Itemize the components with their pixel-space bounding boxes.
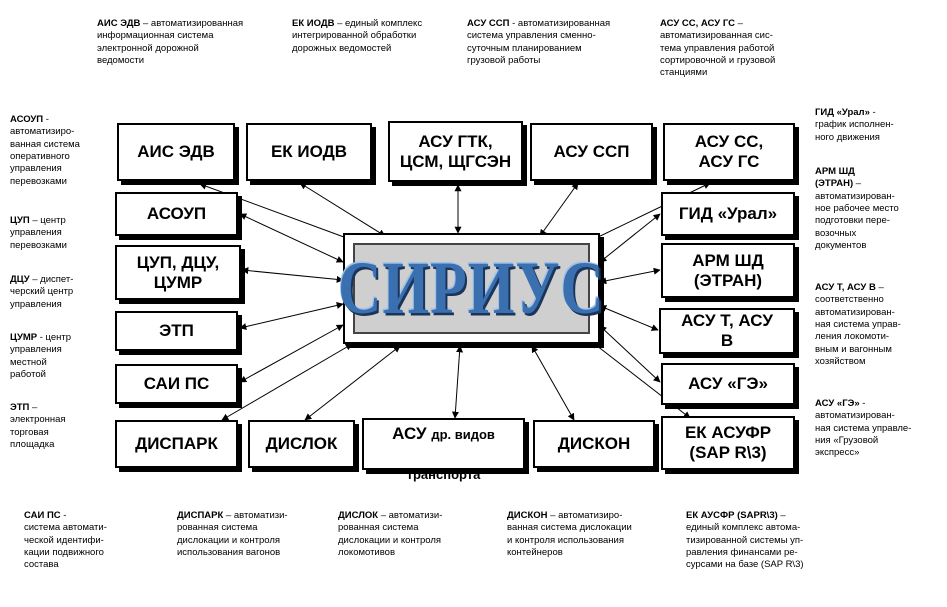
note-tsup: ЦУП – центр управления перевозками (10, 215, 67, 251)
arrow-etp (239, 302, 344, 330)
box-asu-dr-sub: др. видов (431, 427, 495, 443)
box-sai-ps: САИ ПС (115, 364, 238, 404)
note-ek-asufr: ЕК АУСФР (SAPR\3) – единый комплекс авто… (686, 510, 804, 571)
arrow-dispark (221, 343, 353, 421)
box-asu-ge: АСУ «ГЭ» (661, 363, 795, 405)
box-dislok: ДИСЛОК (248, 420, 355, 468)
arrow-tsup (241, 267, 344, 283)
box-ek-asufr: ЕК АСУФР (SAP R\3) (661, 416, 795, 470)
note-diskon: ДИСКОН – автоматизиро- ванная система ди… (507, 510, 632, 559)
arrow-asu-dr (451, 345, 464, 419)
note-tsumr: ЦУМР - центр управления местной работой (10, 332, 72, 381)
arrow-asoup (239, 213, 344, 263)
box-ais-edv: АИС ЭДВ (117, 123, 235, 181)
box-ek-iodv: ЕК ИОДВ (246, 123, 372, 181)
note-ais-edv: АИС ЭДВ – автоматизированная информацион… (97, 18, 244, 67)
sirius-label: СИРИУС (338, 246, 605, 330)
box-asoup: АСОУП (115, 192, 238, 236)
arrow-ek-asufr (591, 341, 691, 419)
note-gid-ural: ГИД «Урал» - график исполнен- ного движе… (815, 107, 894, 143)
note-asu-ge: АСУ «ГЭ» - автоматизирован- ная система … (815, 398, 912, 459)
box-tsup: ЦУП, ДЦУ, ЦУМР (115, 245, 241, 300)
sirius-hub-panel: СИРИУС (338, 243, 604, 334)
note-dislok: ДИСЛОК – автоматизи- рованная система ди… (338, 510, 443, 559)
note-asu-ss: АСУ СС, АСУ ГС – автоматизированная сис-… (660, 18, 776, 79)
box-asu-dr-line2: транспорта (406, 466, 481, 482)
note-dispark: ДИСПАРК – автоматизи- рованная система д… (177, 510, 288, 559)
arrow-sai-ps (239, 324, 344, 383)
arrow-dislok (304, 345, 401, 421)
note-sai-ps: САИ ПС - система автомати- ческой иденти… (24, 510, 107, 571)
box-arm-shd: АРМ ШД (ЭТРАН) (661, 243, 795, 298)
note-arm-shd: АРМ ШД (ЭТРАН) – автоматизирован- ное ра… (815, 166, 899, 252)
box-asu-ssp: АСУ ССП (530, 123, 653, 181)
note-asu-t: АСУ Т, АСУ В – соответственно автоматизи… (815, 282, 901, 368)
arrow-gid-ural (599, 213, 661, 263)
box-asu-t: АСУ Т, АСУ В (659, 308, 795, 354)
note-dtsu: ДЦУ – диспет- черский центр управления (10, 274, 74, 310)
note-asu-ssp: АСУ ССП - автоматизированная система упр… (467, 18, 611, 67)
box-diskon: ДИСКОН (533, 420, 655, 468)
box-asu-ss: АСУ СС, АСУ ГС (663, 123, 795, 181)
box-asu-gtk: АСУ ГТК, ЦСМ, ЩГСЭН (388, 121, 523, 182)
arrow-ek-iodv (299, 182, 386, 237)
box-dispark: ДИСПАРК (115, 420, 238, 468)
note-asoup: АСОУП - автоматизиро- ванная система опе… (10, 114, 80, 187)
note-ek-iodv: ЕК ИОДВ – единый комплекс интегрированно… (292, 18, 423, 54)
box-etp: ЭТП (115, 311, 238, 351)
arrow-asu-ge (599, 325, 661, 383)
sirius-hub: СИРИУС (338, 233, 604, 344)
arrow-asu-t (599, 305, 659, 331)
note-etp: ЭТП – электронная торговая площадка (10, 402, 66, 451)
box-gid-ural: ГИД «Урал» (661, 192, 795, 236)
box-asu-dr-main: АСУ (392, 424, 432, 444)
box-asu-dr: АСУ др. видов транспорта (362, 418, 525, 482)
arrow-asu-ssp (539, 182, 579, 237)
arrow-diskon (531, 345, 575, 421)
arrow-arm-shd (599, 267, 661, 285)
